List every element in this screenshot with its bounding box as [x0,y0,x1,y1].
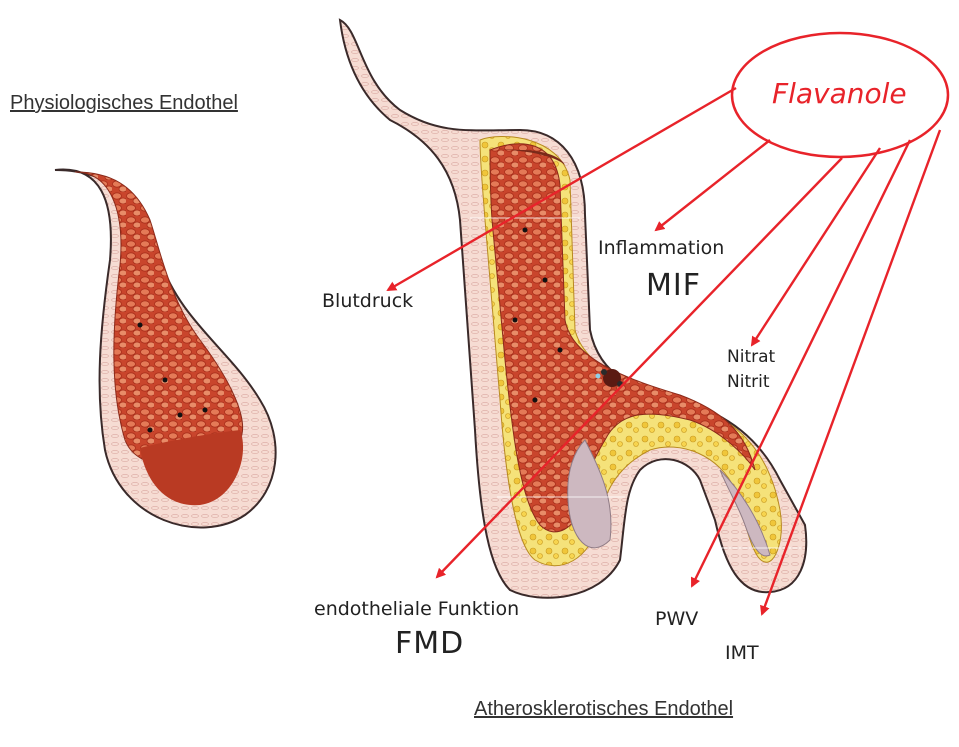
title-physiologic: Physiologisches Endothel [10,92,238,115]
label-imt: IMT [725,642,759,664]
arrow-nitrat [752,148,880,345]
label-endothel-funktion: endotheliale Funktion [314,598,519,620]
flavanole-label: Flavanole [772,77,907,110]
label-pwv: PWV [655,608,698,630]
physiologic-vessel [55,170,276,528]
label-fmd: FMD [395,626,464,661]
label-nitrat: Nitrat [727,347,775,367]
label-inflammation: Inflammation [598,237,724,259]
label-blutdruck: Blutdruck [322,290,413,312]
arrow-inflammation [656,140,770,230]
arrow-imt [762,130,940,614]
label-nitrit: Nitrit [727,372,769,392]
title-atherosclerotic: Atherosklerotisches Endothel [474,698,733,721]
label-mif: MIF [646,268,701,303]
